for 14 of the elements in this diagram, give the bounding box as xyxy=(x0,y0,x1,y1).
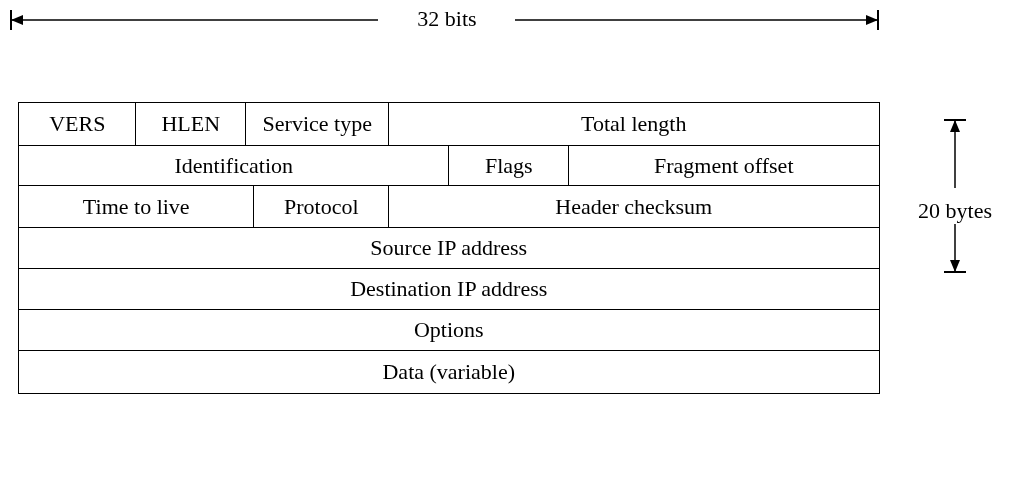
table-cell: Identification xyxy=(18,145,450,187)
table-cell: Options xyxy=(18,309,880,352)
table-cell: Fragment offset xyxy=(568,145,880,187)
table-cell: Destination IP address xyxy=(18,268,880,311)
table-cell: Time to live xyxy=(18,185,255,229)
table-cell: Service type xyxy=(245,102,390,147)
table-cell: Protocol xyxy=(253,185,390,229)
table-cell: Source IP address xyxy=(18,227,880,270)
table-cell: Header checksum xyxy=(388,185,880,229)
table-cell: Flags xyxy=(448,145,570,187)
table-cell: HLEN xyxy=(135,102,247,147)
table-cell: VERS xyxy=(18,102,137,147)
table-cell: Total length xyxy=(388,102,880,147)
table-cell: Data (variable) xyxy=(18,350,880,394)
